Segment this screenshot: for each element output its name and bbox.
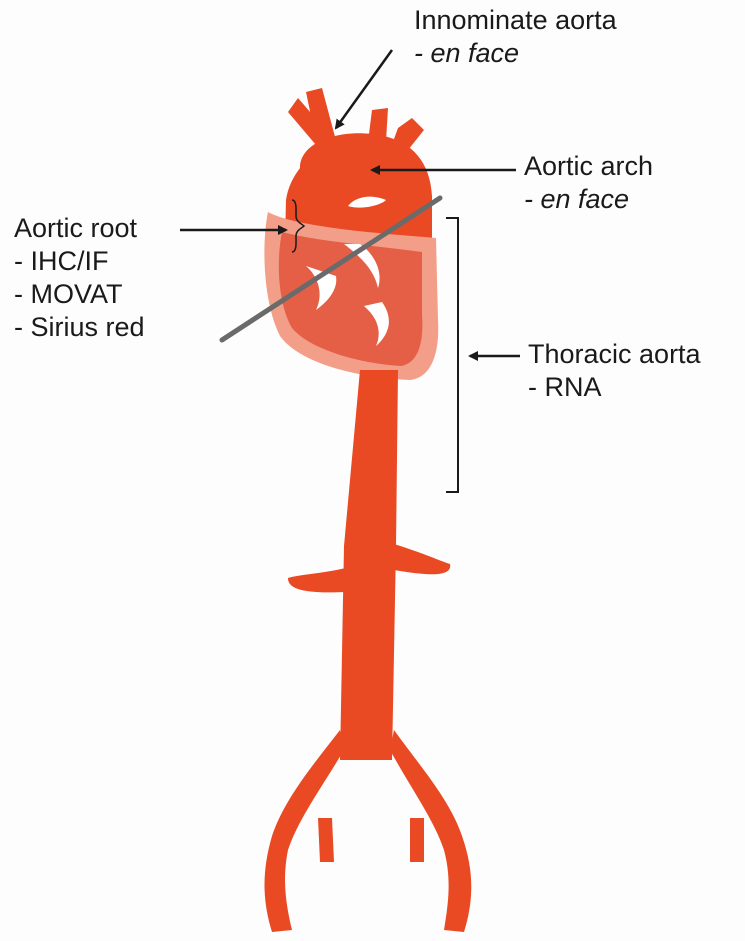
aortic-root-method-2: - MOVAT — [14, 278, 145, 311]
left-renal-branch — [288, 568, 346, 592]
left-internal-iliac — [318, 818, 334, 862]
aortic-root-label: Aortic root - IHC/IF - MOVAT - Sirius re… — [14, 212, 145, 344]
aortic-arch-method: - en face — [524, 183, 653, 216]
thoracic-aorta-method: - RNA — [528, 371, 701, 404]
aortic-arch-title: Aortic arch — [524, 150, 653, 183]
right-internal-iliac — [410, 818, 424, 862]
thoracic-aorta-bracket — [446, 218, 458, 492]
thoracic-aorta-title: Thoracic aorta — [528, 338, 701, 371]
aortic-root-method-3: - Sirius red — [14, 311, 145, 344]
aortic-arch-label: Aortic arch - en face — [524, 150, 653, 216]
thoracic-aorta-label: Thoracic aorta - RNA — [528, 338, 701, 404]
right-renal-branch — [394, 544, 450, 574]
aortic-root-title: Aortic root — [14, 212, 145, 245]
aortic-root-method-1: - IHC/IF — [14, 245, 145, 278]
innominate-aorta-label: Innominate aorta - en face — [414, 4, 617, 70]
descending-aorta — [340, 370, 398, 760]
right-iliac-artery — [390, 730, 471, 932]
innominate-aorta-title: Innominate aorta — [414, 4, 617, 37]
innominate-aorta-method: - en face — [414, 37, 617, 70]
